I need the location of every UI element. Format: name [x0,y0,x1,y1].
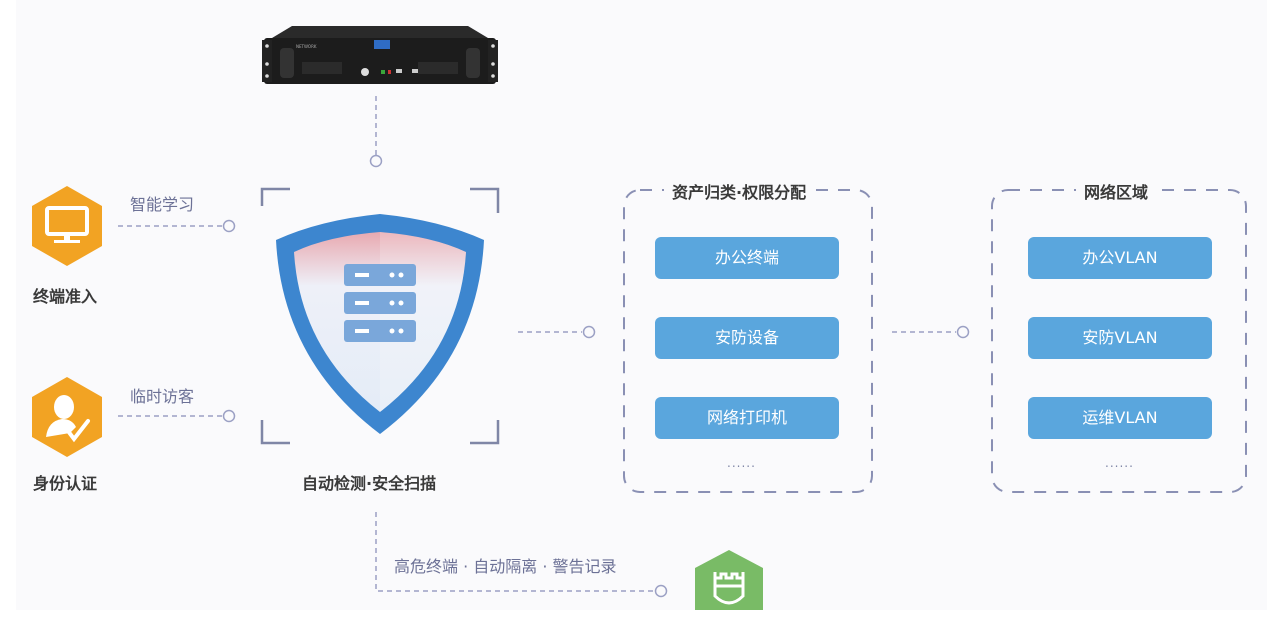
connector-node [582,325,596,339]
monitor-icon [32,186,102,266]
bracket-corner [470,420,500,445]
svg-text:NETWORK: NETWORK [296,44,317,49]
asset-group-title: 资产归类·权限分配 [664,179,815,203]
connector-node [222,409,236,423]
terminal-access-label: 终端准入 [33,287,98,306]
user-check-icon [32,377,102,457]
smart-learning-label: 智能学习 [130,195,195,214]
vlan-more: ...... [1105,456,1134,470]
identity-auth-label: 身份认证 [33,474,98,493]
asset-item-security-device: 安防设备 [655,317,839,359]
quarantine-label: 高危终端 · 自动隔离 · 警告记录 [394,557,617,576]
bracket-corner [260,420,290,445]
server-rack-icon: NETWORK [262,26,498,84]
connector-node [222,219,236,233]
asset-group-frame [623,189,873,493]
connector-node [654,584,668,598]
bracket-corner [260,187,290,206]
asset-item-office-terminal: 办公终端 [655,237,839,279]
bracket-corner [470,187,500,213]
diagram-canvas [16,0,1267,610]
network-group-title: 网络区域 [1076,179,1157,203]
asset-item-network-printer: 网络打印机 [655,397,839,439]
vlan-item-security: 安防VLAN [1028,317,1212,359]
shield-server-icon [276,214,484,434]
connector-node [369,154,383,168]
quarantine-castle-icon [695,550,763,610]
vlan-item-ops: 运维VLAN [1028,397,1212,439]
temp-visitor-label: 临时访客 [130,387,195,406]
scan-caption: 自动检测·安全扫描 [302,474,437,493]
connector-node [956,325,970,339]
quarantine-connector-line [375,512,654,592]
vlan-item-office: 办公VLAN [1028,237,1212,279]
asset-more: ...... [727,456,756,470]
